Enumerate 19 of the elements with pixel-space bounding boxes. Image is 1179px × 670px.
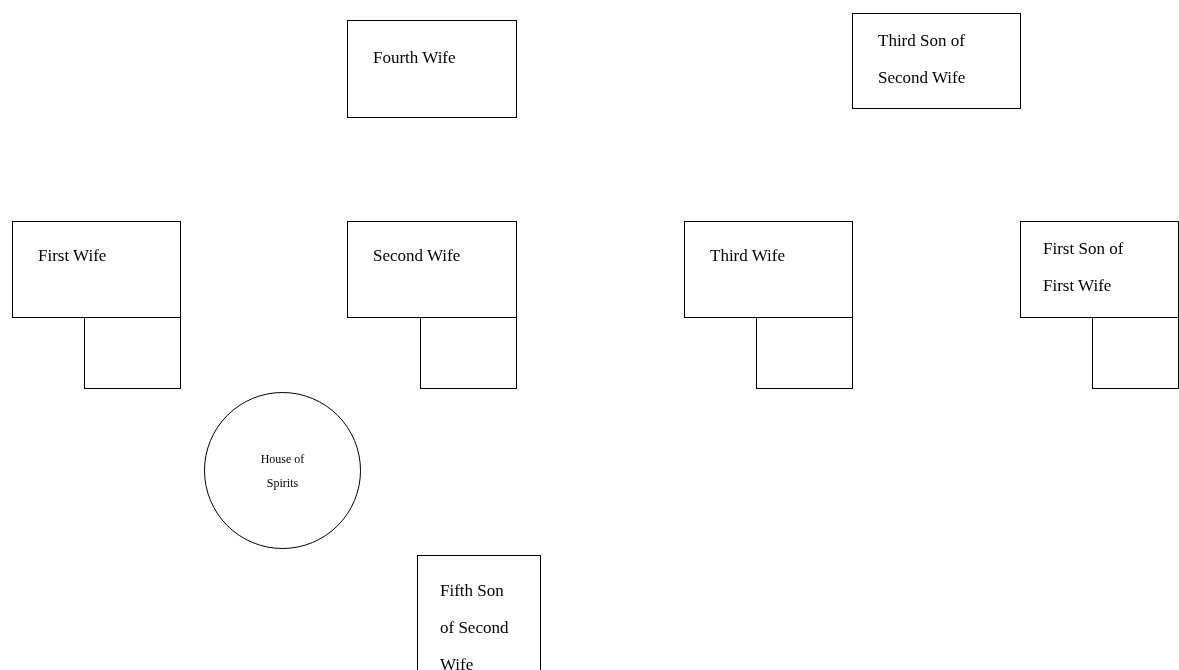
- room-label: Third Wife: [710, 245, 786, 267]
- room-box: [12, 221, 181, 318]
- room-box: [684, 221, 853, 318]
- room-label: First Son of First Wife: [1043, 238, 1125, 297]
- room-label: Third Son of Second Wife: [878, 30, 967, 89]
- empty-box: [756, 317, 853, 389]
- room-label: House of Spirits: [259, 450, 306, 492]
- room-box: [852, 13, 1021, 109]
- room-box: [417, 555, 541, 670]
- empty-box: [420, 317, 517, 389]
- room-box: [347, 221, 517, 318]
- room-label: First Wife: [38, 245, 108, 267]
- room-box: [1020, 221, 1179, 318]
- room-label: Second Wife: [373, 245, 462, 267]
- room-label: Fourth Wife: [373, 47, 457, 69]
- empty-box: [1092, 317, 1179, 389]
- empty-box: [84, 317, 181, 389]
- room-label: Fifth Son of Second Wife: [440, 580, 510, 670]
- room-box: [347, 20, 517, 118]
